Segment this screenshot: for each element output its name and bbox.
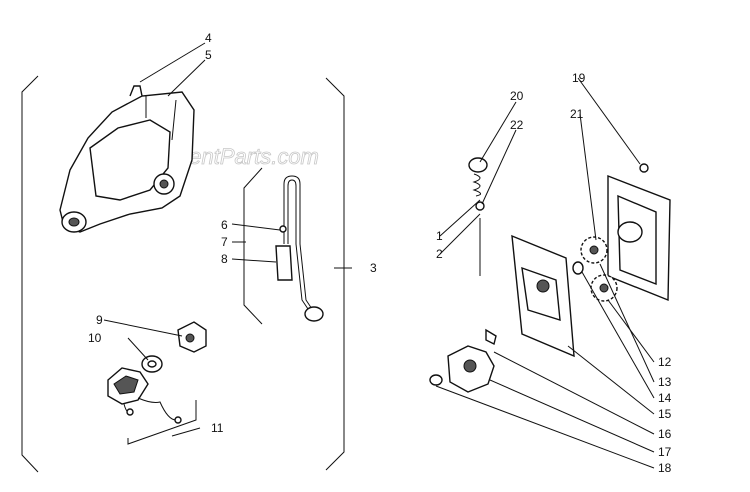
- label-6: 6: [221, 218, 228, 232]
- label-22: 22: [510, 118, 524, 132]
- gasket-plate-part: [511, 234, 575, 358]
- label-7: 7: [221, 235, 228, 249]
- pump-cover-part: [607, 163, 671, 302]
- cover-plate-part: [177, 321, 207, 353]
- label-8: 8: [221, 252, 228, 266]
- label-1: 1: [436, 229, 443, 243]
- left-bracket: [21, 75, 39, 473]
- label-11: 11: [211, 421, 224, 435]
- label-2: 2: [436, 247, 443, 261]
- label-15: 15: [658, 407, 672, 421]
- washer-part: [141, 355, 163, 373]
- label-5: 5: [205, 48, 212, 62]
- label-18: 18: [658, 461, 672, 475]
- label-12: 12: [658, 355, 672, 369]
- engine-housing-part: [59, 85, 195, 233]
- oil-cap-chain-part: [107, 367, 182, 424]
- oil-tube-part: [275, 175, 324, 322]
- valve-spring-part: [468, 157, 488, 276]
- label-9: 9: [96, 313, 103, 327]
- label-10: 10: [88, 331, 102, 345]
- label-3: 3: [370, 261, 377, 275]
- label-17: 17: [658, 445, 672, 459]
- label-13: 13: [658, 375, 672, 389]
- callout-labels: 4 5 3 6 7 8 9 10 11 20 22 1 2 19 21 12 1…: [88, 31, 672, 475]
- label-14: 14: [658, 391, 672, 405]
- leader-lines: [103, 42, 655, 469]
- label-4: 4: [205, 31, 212, 45]
- bracket-chain-group: [127, 400, 197, 445]
- inner-bracket-oil-tube: [243, 167, 263, 325]
- label-21: 21: [570, 107, 584, 121]
- label-16: 16: [658, 427, 672, 441]
- gear-part: [572, 236, 618, 302]
- right-bracket: [325, 77, 345, 471]
- label-20: 20: [510, 89, 524, 103]
- label-19: 19: [572, 71, 586, 85]
- pump-body-part: [429, 328, 497, 393]
